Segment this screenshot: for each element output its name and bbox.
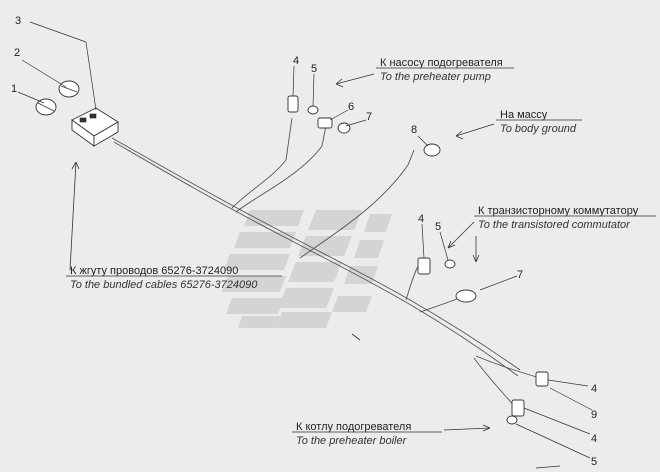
label-4-boiler-b: 4 xyxy=(591,433,597,445)
label-7-pump: 7 xyxy=(366,111,372,123)
maz-logo-watermark xyxy=(222,210,392,328)
label-6: 6 xyxy=(348,101,354,113)
caption-bundled-cables: К жгуту проводов 65276-3724090 To the bu… xyxy=(66,161,282,291)
label-4-pump: 4 xyxy=(293,55,299,67)
commutator-branch-parts: 4 5 7 xyxy=(417,213,523,303)
caption-preheater-boiler: К котлу подогревателя To the preheater b… xyxy=(292,421,491,447)
label-3: 3 xyxy=(15,15,21,27)
caption-commutator-en: To the transistored commutator xyxy=(478,219,631,231)
caption-boiler-ru: К котлу подогревателя xyxy=(296,421,411,433)
label-5-comm: 5 xyxy=(435,221,441,233)
item-8-ground-lug: 8 xyxy=(411,124,441,157)
caption-boiler-en: To the preheater boiler xyxy=(296,435,408,447)
boiler-branch-parts: 4 9 4 5 xyxy=(506,371,597,468)
caption-commutator: К транзисторному коммутатору To the tran… xyxy=(447,205,656,263)
pump-branch-parts: 4 5 6 7 xyxy=(287,55,372,134)
label-4-boiler-a: 4 xyxy=(591,383,597,395)
caption-ground-ru: На массу xyxy=(500,109,548,121)
label-5-pump: 5 xyxy=(311,63,317,75)
caption-bundle-ru: К жгуту проводов 65276-3724090 xyxy=(70,265,238,277)
label-5-boiler: 5 xyxy=(591,456,597,468)
item-1-fuse: 1 xyxy=(11,83,57,116)
caption-pump-en: To the preheater pump xyxy=(380,71,491,83)
label-4-comm: 4 xyxy=(418,213,424,225)
item-2-fuse: 2 xyxy=(14,47,80,98)
caption-ground-en: To body ground xyxy=(500,123,577,135)
caption-bundle-en: To the bundled cables 65276-3724090 xyxy=(70,279,258,291)
caption-commutator-ru: К транзисторному коммутатору xyxy=(478,205,639,217)
direction-arrows xyxy=(351,333,561,469)
caption-preheater-pump: К насосу подогревателя To the preheater … xyxy=(335,57,514,88)
label-9: 9 xyxy=(591,409,597,421)
caption-pump-ru: К насосу подогревателя xyxy=(380,57,503,69)
label-2: 2 xyxy=(14,47,20,59)
item-3-connector-block: 3 xyxy=(15,15,119,147)
caption-body-ground: На массу To body ground xyxy=(455,109,582,140)
label-8: 8 xyxy=(411,124,417,136)
label-1: 1 xyxy=(11,83,17,95)
label-7-comm: 7 xyxy=(517,269,523,281)
